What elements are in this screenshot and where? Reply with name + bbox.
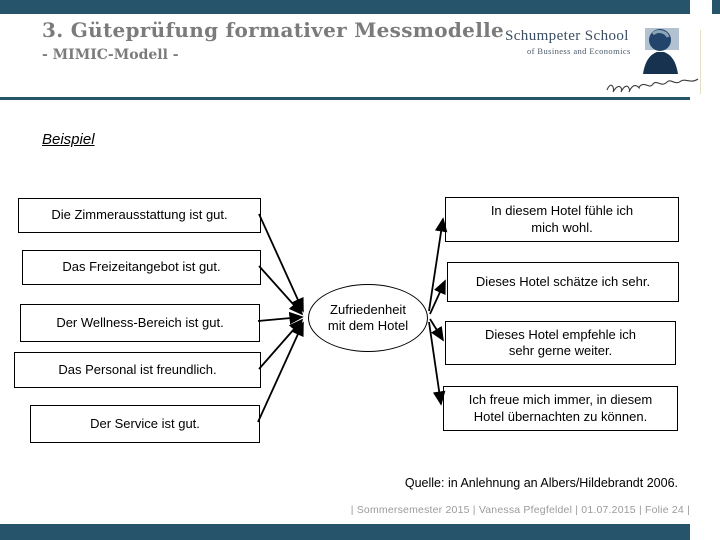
top-accent-bar [0,0,690,14]
indicator-box-left: Das Freizeitangebot ist gut. [22,250,261,285]
indicator-box-left: Der Wellness-Bereich ist gut. [20,304,260,342]
logo-edge-line [700,30,701,94]
header-divider [0,97,690,100]
indicator-box-left: Die Zimmerausstattung ist gut. [18,198,261,233]
bottom-accent-bar [0,524,690,540]
logo-name: Schumpeter School [505,28,629,44]
indicator-box-right: Dieses Hotel schätze ich sehr. [447,262,679,302]
schumpeter-school-logo: Schumpeter School of Business and Econom… [505,28,703,96]
indicator-box-right: Ich freue mich immer, in diesem Hotel üb… [443,386,678,431]
section-label: Beispiel [42,131,95,148]
indicator-box-left: Der Service ist gut. [30,405,260,443]
slide-subtitle: - MIMIC-Modell - [42,47,179,63]
source-note: Quelle: in Anlehnung an Albers/Hildebran… [404,476,678,490]
slide-title: 3. Güteprüfung formativer Messmodelle [42,18,505,42]
indicator-box-right: In diesem Hotel fühle ich mich wohl. [445,197,679,242]
signature-icon [606,78,699,93]
indicator-box-left: Das Personal ist freundlich. [14,352,261,388]
top-accent-corner [712,0,720,14]
logo-tagline: of Business and Economics [527,46,631,56]
footer-meta: | Sommersemester 2015 | Vanessa Pfegfeld… [350,504,690,516]
construct-ellipse: Zufriedenheit mit dem Hotel [308,284,428,352]
indicator-box-right: Dieses Hotel empfehle ich sehr gerne wei… [445,321,676,365]
schumpeter-portrait-icon [643,28,679,74]
